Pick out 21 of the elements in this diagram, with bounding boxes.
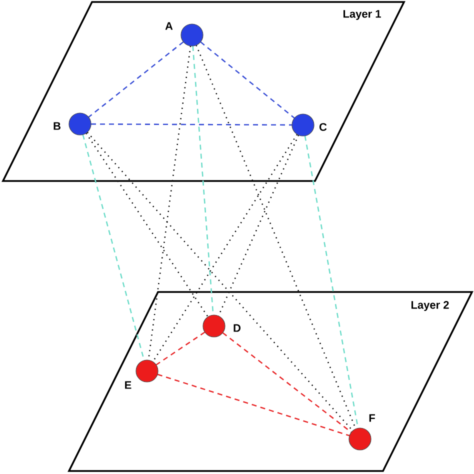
connector-line (156, 332, 206, 366)
circle-node (348, 428, 372, 450)
circle-node (68, 112, 92, 136)
node-letter: A (165, 22, 173, 30)
node-letter: B (54, 122, 60, 130)
node-letter: C (319, 123, 327, 131)
node-letter: D (234, 324, 240, 332)
connector-line (86, 132, 208, 318)
connector-line (157, 374, 350, 436)
node-letter: F (369, 414, 375, 422)
node-letter: E (125, 381, 132, 389)
connector-line (222, 332, 352, 433)
circle-node (202, 314, 226, 338)
connector-line (91, 123, 292, 126)
connector-line (88, 41, 184, 118)
connector-line (86, 132, 354, 432)
connector-line (152, 134, 298, 362)
connector-line (200, 41, 295, 119)
circle-node (136, 360, 158, 382)
circle-node (180, 24, 204, 46)
circle-node (292, 114, 314, 136)
